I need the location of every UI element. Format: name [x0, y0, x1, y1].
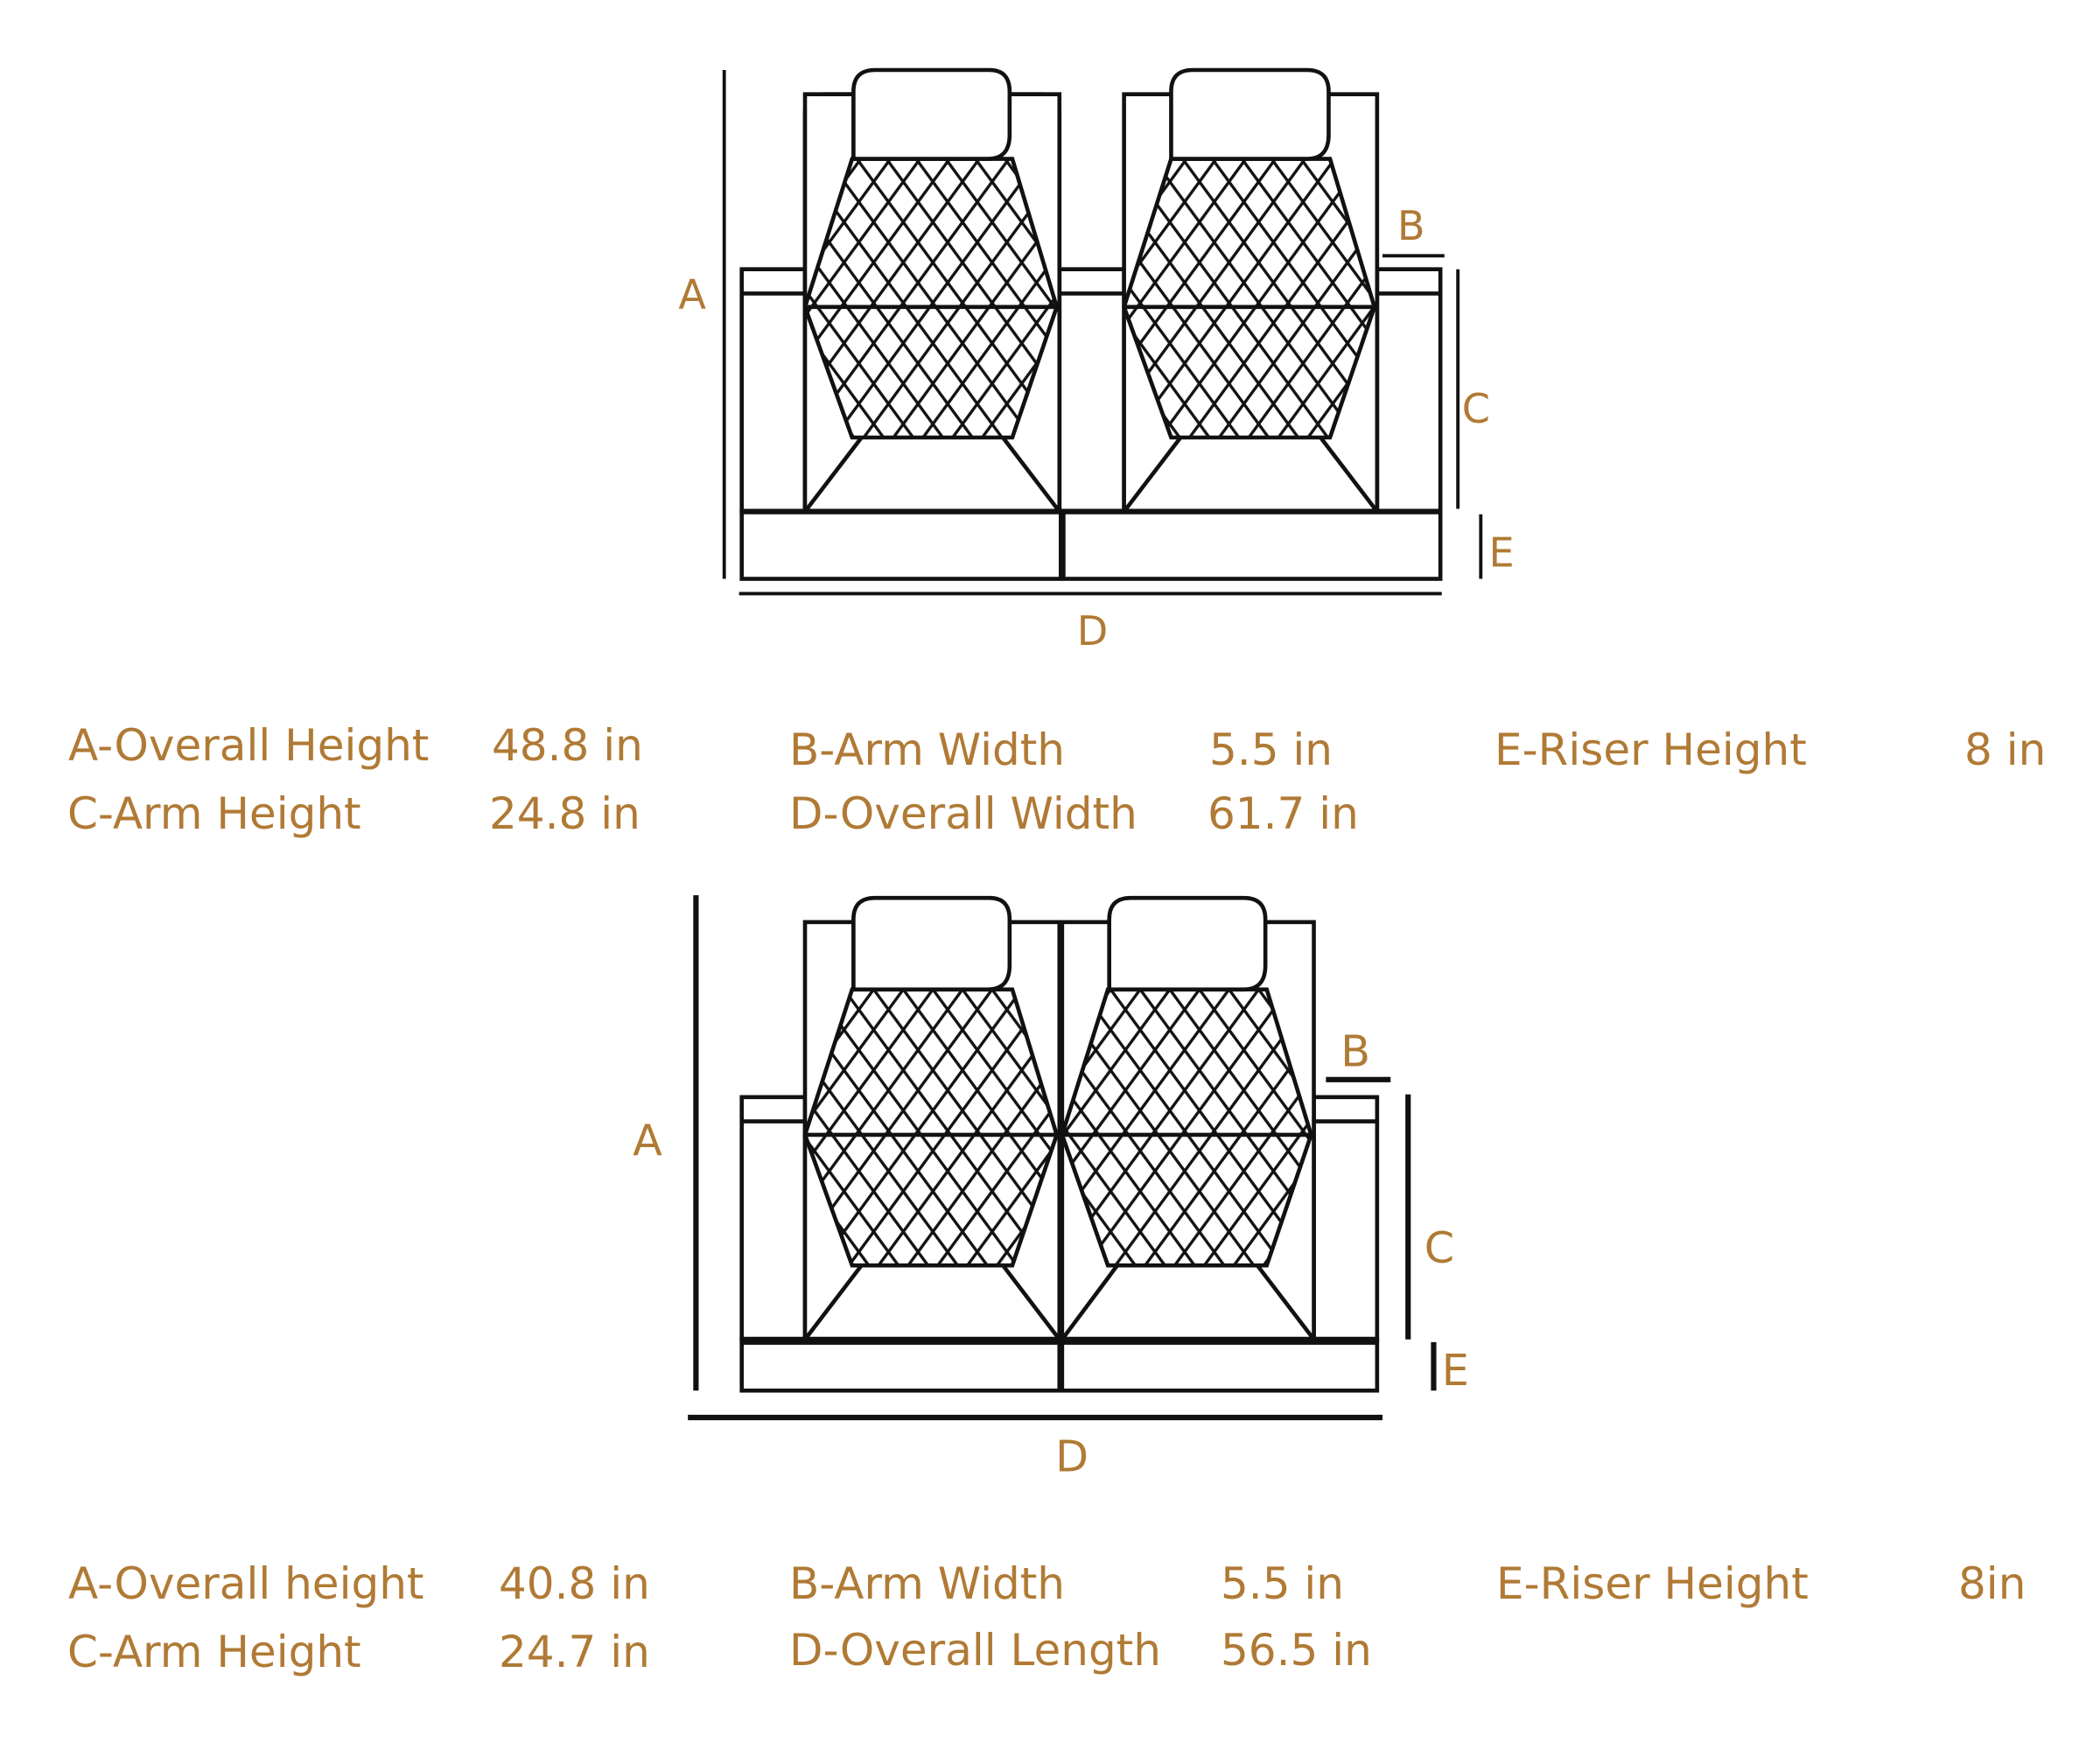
diamond-stitch-panel	[802, 157, 1060, 440]
marker-d: D	[1077, 607, 1109, 654]
marker-e: E	[1489, 529, 1515, 577]
spec-label-arm-height: C-Arm Height	[67, 1627, 361, 1677]
marker-a: A	[678, 270, 706, 318]
seat-left	[802, 895, 1062, 1342]
spec-table-1: A-Overall Height 48.8 in C-Arm Height 24…	[0, 719, 2100, 859]
arm-left	[739, 1095, 808, 1342]
spec-label-overall-height: A-Overall Height	[68, 720, 430, 771]
headrest	[851, 67, 1012, 161]
spec-label-overall-width: D-Overall Width	[789, 788, 1138, 839]
spec-label-overall-height: A-Overall height	[68, 1558, 424, 1609]
headrest	[851, 895, 1012, 992]
spec-value-overall-length: 56.5 in	[1221, 1625, 1372, 1676]
spec-value-overall-height: 48.8 in	[492, 720, 643, 771]
arm-center	[1057, 267, 1126, 514]
marker-c: C	[1462, 385, 1490, 432]
theater-seat-diagram-1	[722, 67, 1483, 596]
spec-value-arm-width: 5.5 in	[1209, 724, 1333, 775]
spec-label-arm-height: C-Arm Height	[67, 788, 361, 839]
marker-e: E	[1442, 1345, 1469, 1396]
spec-value-arm-width: 5.5 in	[1221, 1558, 1344, 1609]
spec-label-riser-height: E-Riser Height	[1494, 724, 1807, 775]
spec-label-riser-height: E-Riser Height	[1496, 1558, 1809, 1609]
seat-right	[1060, 895, 1316, 1342]
marker-d: D	[1055, 1432, 1088, 1482]
spec-table-2: A-Overall height 40.8 in C-Arm Height 24…	[0, 1558, 2100, 1698]
riser-base	[739, 1336, 1380, 1393]
arm-right	[1312, 1095, 1380, 1342]
marker-b: B	[1397, 202, 1425, 249]
spec-label-arm-width: B-Arm Width	[789, 724, 1065, 775]
arm-right	[1375, 267, 1443, 514]
spec-label-arm-width: B-Arm Width	[789, 1558, 1065, 1609]
seat-right	[1122, 67, 1380, 514]
marker-a: A	[633, 1115, 662, 1166]
spec-value-overall-width: 61.7 in	[1208, 788, 1359, 839]
diamond-stitch-panel	[1060, 987, 1313, 1268]
riser-base	[739, 508, 1443, 581]
headrest	[1107, 895, 1268, 992]
spec-value-riser-height: 8in	[1958, 1558, 2026, 1609]
diamond-stitch-panel	[802, 987, 1060, 1268]
spec-value-riser-height: 8 in	[1964, 724, 2047, 775]
arm-left	[739, 267, 808, 514]
headrest	[1169, 67, 1331, 161]
diamond-stitch-panel	[1122, 157, 1377, 440]
spec-value-arm-height: 24.7 in	[499, 1627, 650, 1677]
spec-value-arm-height: 24.8 in	[489, 788, 640, 839]
spec-label-overall-length: D-Overall Length	[789, 1625, 1161, 1676]
seat-left	[802, 67, 1062, 514]
spec-value-overall-height: 40.8 in	[499, 1558, 650, 1609]
marker-c: C	[1424, 1222, 1454, 1273]
theater-seat-diagram-2	[688, 895, 1437, 1421]
marker-b: B	[1340, 1026, 1370, 1076]
